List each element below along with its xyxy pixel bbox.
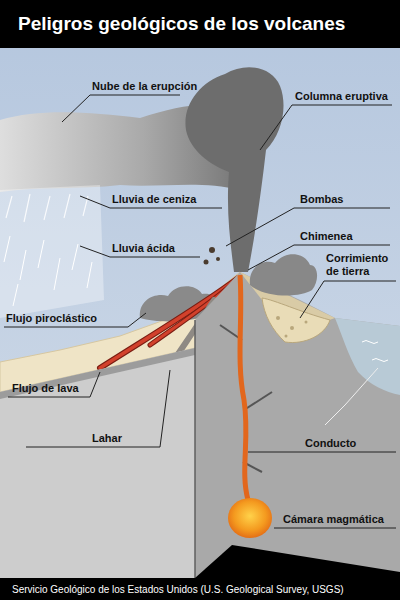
acid-streak xyxy=(13,284,18,306)
acid-streak xyxy=(20,250,26,280)
ash-streak xyxy=(6,196,12,218)
leader-line xyxy=(300,281,396,318)
landslide-deposit xyxy=(262,298,330,343)
acid-streak xyxy=(72,244,78,270)
part-label: Nube de la erupción xyxy=(92,80,212,93)
block-left-face xyxy=(0,348,195,578)
ash-streak xyxy=(64,194,70,218)
acid-streak xyxy=(87,262,92,288)
debris-dot xyxy=(276,316,280,320)
ash-streak xyxy=(44,196,50,220)
leader-line xyxy=(4,313,146,327)
ash-rain-streaks xyxy=(6,194,88,222)
part-label: Columna eruptiva xyxy=(295,90,395,103)
part-label: Corrimiento de tierra xyxy=(326,252,396,278)
dike xyxy=(244,392,272,410)
steam-plume xyxy=(250,254,317,295)
part-label: Flujo de lava xyxy=(12,382,102,395)
part-label: Chimenea xyxy=(300,230,390,243)
title-bar xyxy=(0,0,400,48)
source-caption: Servicio Geológico de los Estados Unidos… xyxy=(12,584,344,596)
part-label: Lahar xyxy=(92,432,152,445)
part-label: Lluvia ácida xyxy=(112,242,207,255)
acid-streak xyxy=(38,240,44,268)
part-label: Lluvia de ceniza xyxy=(112,193,222,206)
cross-section-face xyxy=(195,272,400,578)
acid-rain-streaks xyxy=(4,236,92,306)
block-edge xyxy=(194,320,196,578)
acid-streak xyxy=(4,236,10,262)
ash-fall-area xyxy=(0,185,104,318)
leader-line xyxy=(62,95,180,122)
part-label: Cámara magmática xyxy=(283,513,396,526)
seismic-path xyxy=(325,368,378,425)
magma-conduit xyxy=(240,275,248,500)
leader-line xyxy=(274,528,396,529)
bomb xyxy=(209,247,215,253)
page-title: Peligros geológicos de los volcanes xyxy=(18,13,345,35)
soil-layer xyxy=(0,348,195,399)
debris-dot xyxy=(290,326,294,330)
debris-dot xyxy=(285,335,288,338)
leader-line xyxy=(226,208,390,246)
caption-bar xyxy=(0,578,400,600)
debris-dot xyxy=(305,321,308,324)
ash-streak xyxy=(24,194,30,222)
leader-lines xyxy=(4,95,396,528)
volcanic-bombs xyxy=(204,247,221,265)
leader-line xyxy=(26,370,170,447)
block-underside xyxy=(195,545,400,578)
part-label: Bombas xyxy=(300,193,390,206)
ripple xyxy=(362,341,378,344)
ripple xyxy=(372,359,388,362)
acid-streak xyxy=(54,258,60,290)
landslide-texture xyxy=(276,316,308,338)
magma-chamber xyxy=(228,498,272,538)
part-label: Conducto xyxy=(305,437,395,450)
bomb xyxy=(204,260,209,265)
leader-line xyxy=(260,105,392,150)
bomb xyxy=(216,257,220,261)
water-ripples xyxy=(362,341,388,362)
lake xyxy=(335,318,400,395)
leader-line xyxy=(248,452,396,453)
part-label: Flujo piroclástico xyxy=(6,312,131,325)
